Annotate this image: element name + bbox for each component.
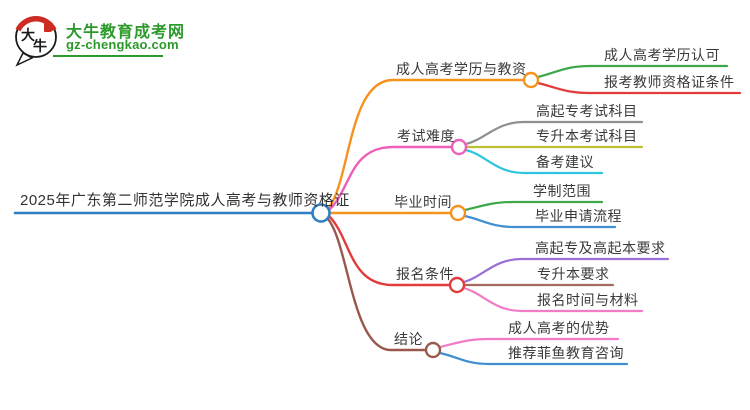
child-registration-time-materials-label: 报名时间与材料 [537, 292, 639, 308]
child-registration-time-materials-line [462, 286, 644, 313]
branch-registration-conditions-label: 报名条件 [396, 266, 454, 282]
child-degree-recognition-label: 成人高考学历认可 [604, 47, 720, 63]
logo-subtitle: gz-chengkao.com [66, 37, 179, 52]
child-upgrade-requirements-label: 专升本要求 [537, 266, 610, 282]
child-feiyu-recommendation-label: 推荐菲鱼教育咨询 [508, 345, 624, 361]
branch-conclusion-circle [424, 341, 442, 359]
child-upgrade-exam-subjects-label: 专升本考试科目 [536, 128, 638, 144]
branch-degree-and-teaching-cert-circle [522, 71, 540, 89]
child-teacher-cert-requirements-label: 报考教师资格证条件 [604, 74, 735, 90]
site-logo[interactable]: 大 牛 大牛教育成考网 gz-chengkao.com [13, 15, 223, 71]
child-degree-recognition-line [536, 64, 729, 79]
branch-graduation-time-label: 毕业时间 [394, 194, 452, 210]
child-graduation-process-label: 毕业申请流程 [535, 208, 622, 224]
branch-conclusion-label: 结论 [394, 331, 423, 347]
child-feiyu-recommendation-line [438, 351, 629, 366]
logo-title: 大牛教育成考网 [66, 24, 186, 41]
svg-text:牛: 牛 [33, 38, 47, 54]
logo-underline [53, 55, 163, 57]
branch-registration-conditions-circle [448, 276, 466, 294]
branch-exam-difficulty-circle [450, 138, 468, 156]
branch-graduation-time-circle [449, 204, 467, 222]
child-gaoqi-requirements-label: 高起专及高起本要求 [535, 240, 666, 256]
daniu-logo-icon: 大 牛 [15, 16, 57, 67]
branch-degree-and-teaching-cert-label: 成人高考学历与教资 [396, 61, 527, 77]
child-college-exam-subjects-line [464, 120, 644, 146]
child-prep-advice-line [464, 148, 604, 175]
child-schooling-duration-label: 学制范围 [533, 183, 591, 199]
child-college-exam-subjects-label: 高起专考试科目 [536, 103, 638, 119]
child-gaoqi-requirements-line [462, 257, 670, 284]
svg-text:大: 大 [21, 27, 35, 43]
root-node-label: 2025年广东第二师范学院成人高考与教师资格证 [20, 192, 350, 209]
child-adult-exam-advantages-line [438, 337, 620, 349]
branch-registration-conditions-line [327, 214, 451, 287]
branch-conclusion-line [326, 217, 427, 352]
root-node-circle [311, 203, 331, 223]
child-teacher-cert-requirements-line [536, 81, 742, 95]
child-prep-advice-label: 备考建议 [536, 154, 594, 170]
branch-exam-difficulty-line [327, 145, 453, 212]
branch-degree-and-teaching-cert-line [327, 78, 525, 210]
child-graduation-process-line [463, 214, 617, 229]
child-schooling-duration-line [463, 200, 604, 212]
child-adult-exam-advantages-label: 成人高考的优势 [508, 320, 610, 336]
branch-exam-difficulty-label: 考试难度 [397, 128, 455, 144]
